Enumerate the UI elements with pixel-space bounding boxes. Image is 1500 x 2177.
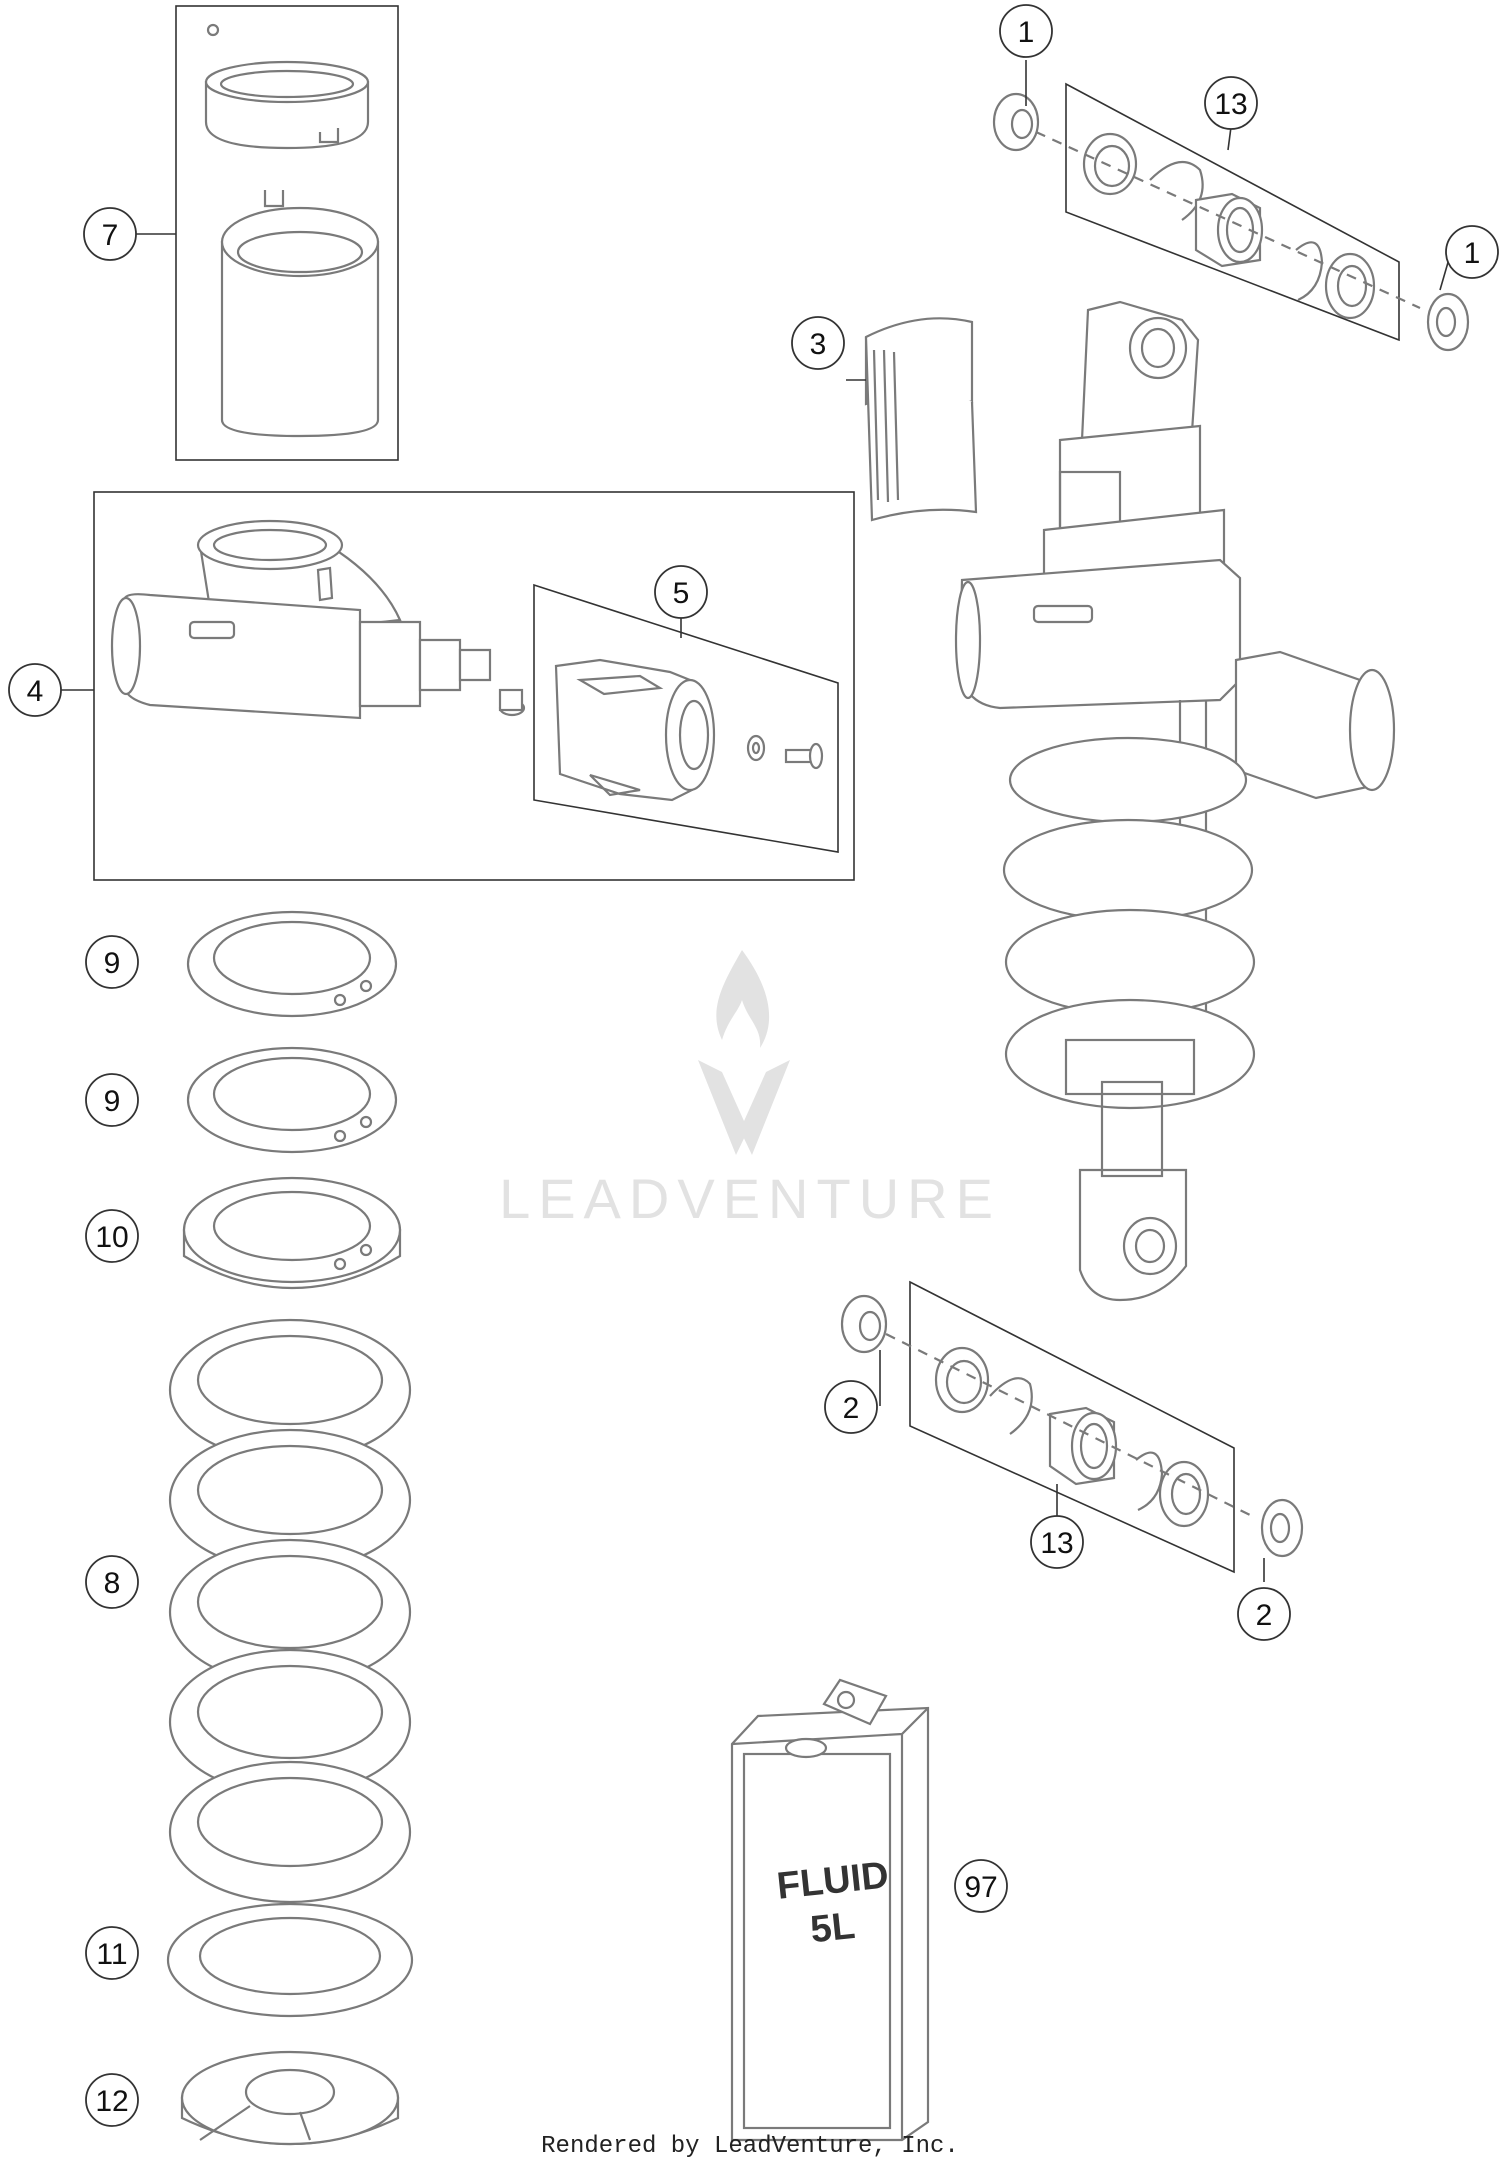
part-5-frame <box>533 583 839 853</box>
watermark-logo: LEADVENTURE <box>499 950 1001 1230</box>
callout-13-bottom: 13 <box>1030 1515 1084 1569</box>
part-4-frame <box>93 491 855 881</box>
part-4-reservoir <box>110 519 526 720</box>
callout-1-top-label: 1 <box>1018 16 1035 49</box>
callout-9-b: 9 <box>85 1073 139 1127</box>
callout-12-label: 12 <box>95 2085 128 2118</box>
callout-5: 5 <box>654 565 708 619</box>
callout-2-right: 2 <box>1237 1587 1291 1641</box>
callout-8-label: 8 <box>104 1567 121 1600</box>
callout-9-a-label: 9 <box>104 947 121 980</box>
callout-2-left: 2 <box>824 1380 878 1434</box>
callout-13-bottom-label: 13 <box>1040 1527 1073 1560</box>
callout-5-label: 5 <box>673 577 690 610</box>
part-8-spring <box>168 1318 412 1904</box>
callout-3: 3 <box>791 316 845 370</box>
part-5-adjuster <box>554 658 824 802</box>
callout-1-right: 1 <box>1445 225 1499 279</box>
callout-13-top-label: 13 <box>1214 88 1247 121</box>
callout-10: 10 <box>85 1209 139 1263</box>
callout-2-right-label: 2 <box>1256 1599 1273 1632</box>
callout-97: 97 <box>954 1859 1008 1913</box>
callout-11: 11 <box>85 1926 139 1980</box>
callout-8: 8 <box>85 1555 139 1609</box>
callout-1-right-label: 1 <box>1464 237 1481 270</box>
bottom-bearing-kit <box>840 1294 1304 1558</box>
top-bearing-kit <box>992 92 1470 352</box>
part-12-spring-retainer <box>180 2050 400 2146</box>
part-7-frame <box>175 5 399 461</box>
part-10-spring-seat <box>182 1176 402 1290</box>
callout-13-top: 13 <box>1204 76 1258 130</box>
callout-7: 7 <box>83 207 137 261</box>
part-9-washer-b <box>186 1046 398 1154</box>
callout-9-b-label: 9 <box>104 1085 121 1118</box>
part-97-fluid-can: FLUID 5L <box>730 1678 930 2142</box>
part-13-top-frame <box>1065 82 1400 342</box>
part-3-label <box>864 317 978 522</box>
watermark-text: LEADVENTURE <box>499 1167 1001 1230</box>
callout-10-label: 10 <box>95 1221 128 1254</box>
callout-97-label: 97 <box>964 1871 997 1904</box>
part-11-washer <box>166 1902 414 2018</box>
part-7-cup <box>204 23 380 438</box>
callout-1-top: 1 <box>999 4 1053 58</box>
callout-9-a: 9 <box>85 935 139 989</box>
callout-3-label: 3 <box>810 328 827 361</box>
part-13-bottom-frame <box>909 1280 1235 1574</box>
shock-assembly <box>954 300 1396 1302</box>
callout-2-left-label: 2 <box>843 1392 860 1425</box>
callout-7-label: 7 <box>102 219 119 252</box>
part-9-washer-a <box>186 910 398 1018</box>
callout-12: 12 <box>85 2073 139 2127</box>
callout-4: 4 <box>8 663 62 717</box>
callout-11-label: 11 <box>96 1938 127 1971</box>
can-label-volume: 5L <box>808 1905 857 1951</box>
footer-credit: Rendered by LeadVenture, Inc. <box>541 2133 959 2160</box>
callout-4-label: 4 <box>27 675 44 708</box>
